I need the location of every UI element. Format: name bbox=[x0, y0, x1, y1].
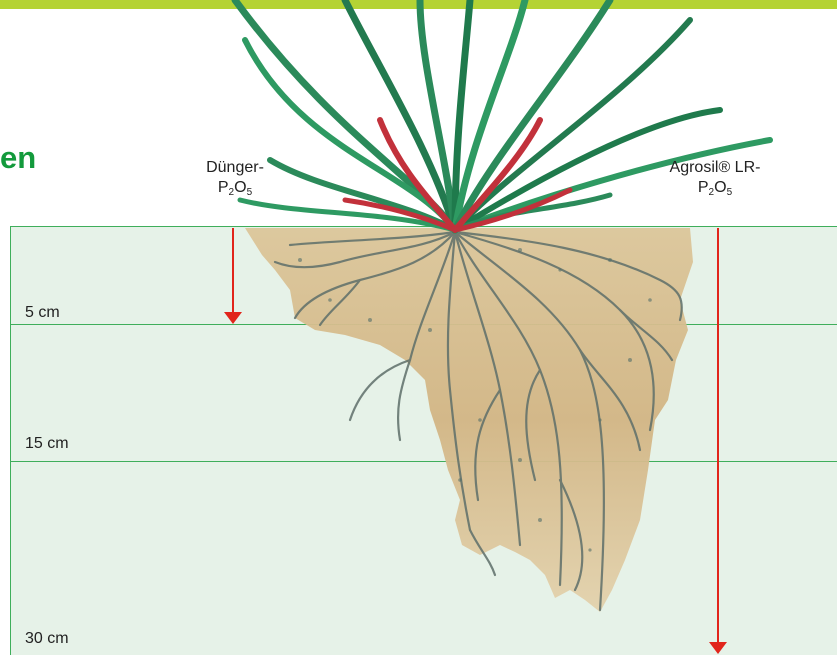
label-agrosil-p2o5: Agrosil® LR- P2O5 bbox=[650, 158, 780, 203]
depth-label-15cm: 15 cm bbox=[25, 435, 69, 453]
o-char: O bbox=[714, 179, 726, 196]
label-agrosil-line1: Agrosil® LR- bbox=[650, 158, 780, 178]
sub-5: 5 bbox=[727, 187, 733, 198]
soil-clod bbox=[245, 228, 693, 612]
depth-label-30cm: 30 cm bbox=[25, 630, 69, 648]
label-duenger-line2: P2O5 bbox=[190, 178, 280, 203]
arrow-duenger bbox=[224, 228, 242, 324]
p-char: P bbox=[218, 179, 229, 196]
arrow-agrosil bbox=[709, 228, 727, 654]
p-char: P bbox=[698, 179, 709, 196]
label-duenger-p2o5: Dünger- P2O5 bbox=[190, 158, 280, 203]
o-char: O bbox=[234, 179, 246, 196]
label-agrosil-line2: P2O5 bbox=[650, 178, 780, 203]
sub-5: 5 bbox=[247, 187, 253, 198]
depth-label-5cm: 5 cm bbox=[25, 304, 60, 322]
label-duenger-line1: Dünger- bbox=[190, 158, 280, 178]
